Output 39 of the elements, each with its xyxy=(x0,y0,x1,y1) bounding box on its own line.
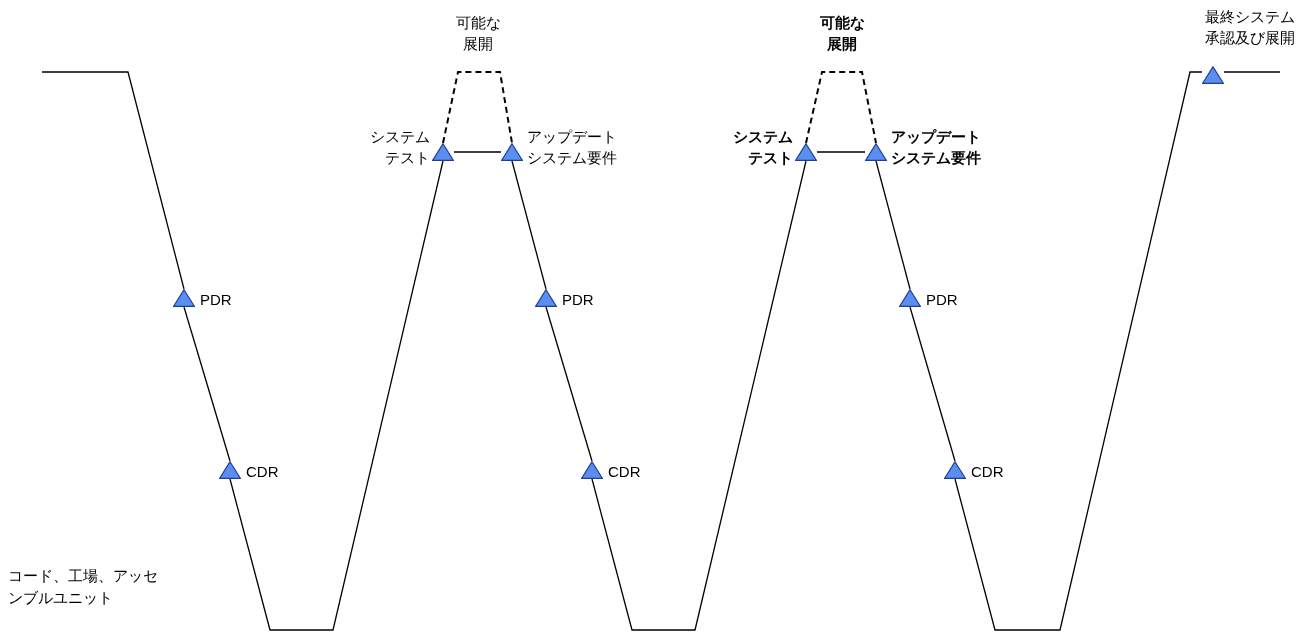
milestone-label: CDR xyxy=(971,462,1005,482)
milestone-triangle xyxy=(795,143,817,161)
milestone-label: アップデートシステム要件 xyxy=(527,127,618,168)
connector-line xyxy=(954,71,1203,631)
milestone-label: CDR xyxy=(246,462,280,482)
edge-label: 可能な展開 xyxy=(454,12,502,54)
milestone-triangle xyxy=(865,143,887,161)
milestone-label: PDR xyxy=(200,290,233,310)
milestone-label: システムテスト xyxy=(732,127,793,168)
milestone-label: アップデートシステム要件 xyxy=(891,127,982,168)
milestone-triangle xyxy=(535,289,557,307)
milestone-triangle xyxy=(1202,66,1224,84)
milestone-triangle xyxy=(173,289,195,307)
dashed-connector xyxy=(805,71,877,144)
milestone-triangle xyxy=(432,143,454,161)
connector-line xyxy=(183,306,231,462)
connector-line xyxy=(591,160,807,631)
milestone-triangle xyxy=(501,143,523,161)
connector-line xyxy=(511,160,547,290)
connector-line xyxy=(229,160,444,631)
connector-line xyxy=(875,160,911,290)
note-text: コード、工場、アッセンブルユニット xyxy=(8,566,158,608)
milestone-label: PDR xyxy=(926,290,959,310)
milestone-label: PDR xyxy=(562,290,595,310)
milestone-triangle xyxy=(219,461,241,479)
connector-line xyxy=(909,306,956,462)
milestone-label: CDR xyxy=(608,462,642,482)
milestone-label: 最終システム承認及び展開 xyxy=(1204,7,1296,48)
milestone-triangle xyxy=(944,461,966,479)
milestone-triangle xyxy=(581,461,603,479)
connector-line xyxy=(816,151,866,153)
dashed-connector xyxy=(442,71,513,144)
milestone-triangle xyxy=(899,289,921,307)
connector-line xyxy=(453,151,502,153)
milestone-label: システムテスト xyxy=(369,127,430,168)
connector-line xyxy=(1223,71,1281,73)
connector-line xyxy=(545,306,593,462)
edge-label: 可能な展開 xyxy=(818,12,866,54)
connector-line xyxy=(41,71,185,290)
